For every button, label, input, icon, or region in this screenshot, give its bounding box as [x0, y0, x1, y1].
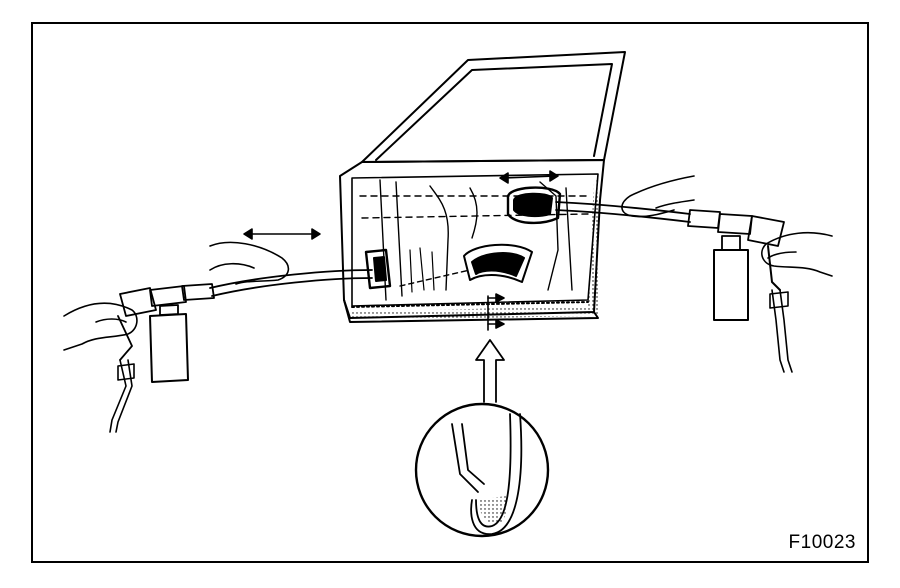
illustration-frame	[31, 22, 869, 563]
drain-detail-circle	[414, 402, 550, 538]
right-movement-arrow	[499, 170, 559, 184]
right-spray-gun	[555, 201, 793, 373]
callout-arrow	[475, 339, 505, 403]
right-hand-lower	[761, 231, 833, 277]
figure-code: F10023	[788, 532, 856, 553]
right-hand-upper	[621, 175, 695, 218]
door-panel	[339, 51, 626, 323]
left-spray-gun	[109, 269, 373, 433]
left-movement-arrow	[243, 228, 321, 240]
left-hand-lower	[63, 302, 138, 351]
drain-hole-indicator	[487, 293, 505, 331]
left-hand-upper	[209, 241, 290, 285]
